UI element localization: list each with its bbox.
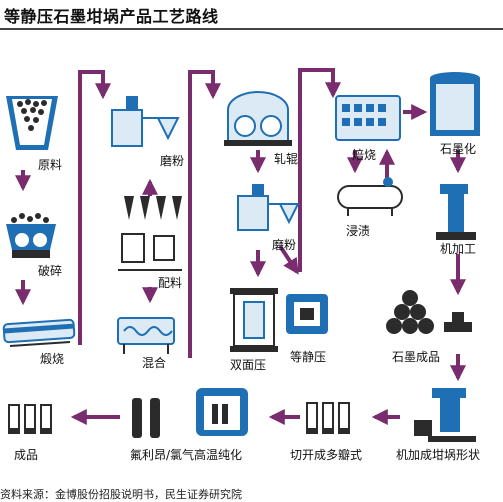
step-label-graphite-product: 石墨成品 (392, 350, 441, 364)
step-label-crush: 破碎 (38, 264, 63, 278)
grinding-mill-2-icon (237, 184, 300, 231)
step-label-calcine: 煅烧 (40, 352, 65, 366)
graphitization-furnace-icon (430, 72, 480, 136)
machining-tool-icon (436, 184, 476, 240)
grinding-mill-icon (111, 96, 180, 147)
step-label-cut: 切开成多瓣式 (290, 448, 363, 462)
connector-isostatic-to-bake (298, 68, 341, 272)
source-note: 资料来源：金博股份招股说明书，民生证券研究院 (0, 488, 242, 501)
step-label-batch: 配料 (158, 276, 183, 290)
connector-mix-to-roll (188, 70, 221, 358)
baking-furnace-icon (335, 95, 401, 141)
graphite-product-icon (386, 290, 472, 334)
step-label-graphitize: 石墨化 (440, 142, 477, 156)
step-label-final: 成品 (14, 448, 39, 462)
step-label-raw: 原料 (38, 158, 63, 172)
step-label-bake: 焙烧 (352, 148, 377, 162)
crucible-shaping-icon (414, 388, 476, 442)
title-rule (0, 28, 503, 30)
flow-connectors (15, 68, 466, 425)
calcining-kiln-icon (2, 318, 76, 347)
step-label-mix: 混合 (142, 356, 167, 370)
step-label-impregnate: 浸渍 (346, 224, 371, 238)
connector-mill-to-isostatic (278, 244, 299, 275)
raw-material-hopper-icon (6, 96, 58, 150)
step-label-purify: 氟利昂/氯气高温纯化 (130, 448, 243, 462)
isostatic-press-icon (286, 294, 328, 334)
step-label-machining: 机加工 (440, 242, 477, 256)
split-crucible-icon (306, 402, 350, 434)
diagram-title: 等静压石墨坩埚产品工艺路线 (4, 7, 219, 26)
roller-mill-icon (224, 91, 292, 146)
step-label-mill-1: 磨粉 (160, 154, 185, 168)
step-label-shape: 机加成坩埚形状 (396, 448, 481, 462)
impregnation-tank-icon (337, 177, 403, 216)
step-label-double-press: 双面压 (230, 358, 267, 372)
purification-furnace-icon (132, 388, 248, 438)
batching-silos-icon (118, 196, 182, 271)
crusher-icon (6, 213, 56, 258)
mixer-icon (117, 317, 175, 354)
double-press-icon (230, 288, 278, 352)
step-label-isostatic: 等静压 (290, 350, 327, 364)
step-label-mill-2: 磨粉 (272, 238, 297, 252)
final-product-icon (8, 404, 52, 434)
step-label-roll: 轧辊 (274, 152, 299, 166)
connector-calcine-to-mill (78, 70, 111, 345)
